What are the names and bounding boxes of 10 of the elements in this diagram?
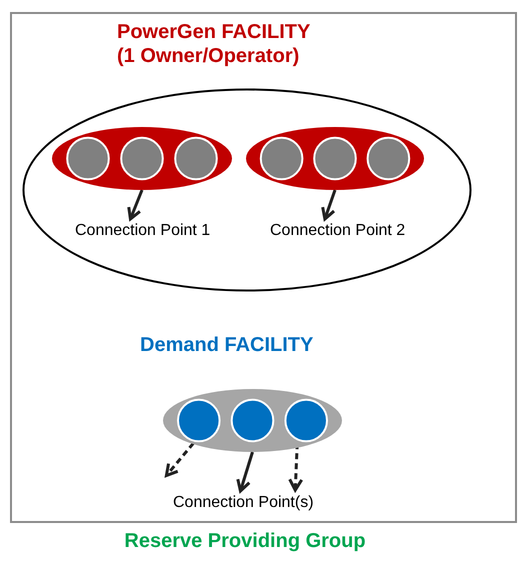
- connection-point-label: Connection Point 1: [75, 222, 210, 240]
- arrow: [321, 190, 336, 220]
- group-title: Reserve Providing Group: [123, 530, 367, 553]
- arrow: [127, 189, 144, 220]
- facility-title: PowerGen FACILITY (1 Owner/Operator): [117, 20, 311, 68]
- dashed-arrow: [164, 442, 195, 478]
- arrow: [236, 452, 254, 492]
- facility-title: Demand FACILITY: [140, 334, 314, 357]
- connection-point-label: Connection Point 2: [270, 222, 406, 240]
- connection-point-label: Connection Point(s): [173, 494, 314, 512]
